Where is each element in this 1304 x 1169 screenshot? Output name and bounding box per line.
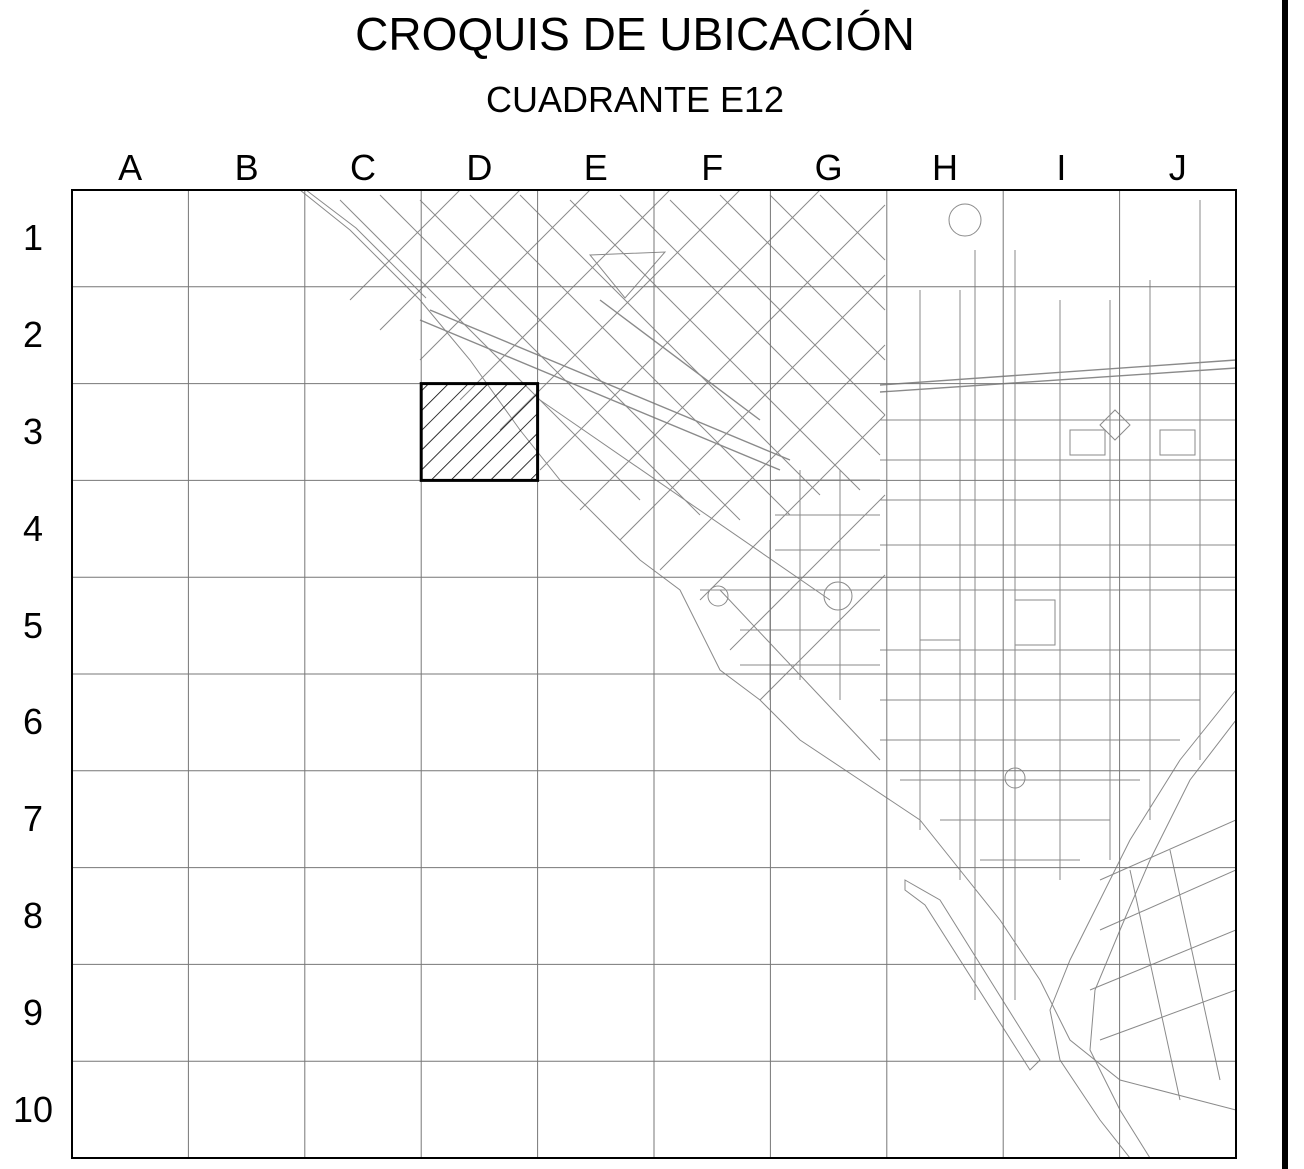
column-label-d: D: [466, 147, 493, 188]
row-label-7: 7: [22, 798, 44, 840]
highlighted-quadrant: [419, 382, 540, 482]
row-label-4: 4: [22, 507, 44, 549]
grid-lines: [72, 190, 1236, 1158]
column-label-e: E: [583, 147, 608, 188]
column-label-b: B: [234, 147, 259, 188]
column-label-g: G: [814, 147, 843, 188]
column-label-c: C: [350, 147, 376, 188]
row-label-1: 1: [22, 217, 44, 259]
column-label-j: J: [1168, 147, 1187, 188]
row-label-10: 10: [12, 1088, 54, 1130]
page-subtitle: CUADRANTE E12: [485, 79, 785, 120]
row-label-2: 2: [22, 314, 44, 356]
column-label-i: I: [1056, 147, 1067, 188]
row-label-8: 8: [22, 895, 44, 936]
map-frame: [71, 189, 1237, 1159]
page-title: CROQUIS DE UBICACIÓN: [355, 8, 915, 60]
column-label-h: H: [932, 147, 958, 188]
column-label-f: F: [701, 147, 724, 188]
row-label-5: 5: [22, 604, 44, 646]
row-label-3: 3: [22, 411, 44, 452]
street-network: [299, 190, 1236, 1158]
row-label-9: 9: [22, 991, 44, 1033]
column-label-a: A: [118, 147, 143, 188]
row-label-6: 6: [22, 701, 44, 743]
page-border-right: [1282, 0, 1288, 1169]
